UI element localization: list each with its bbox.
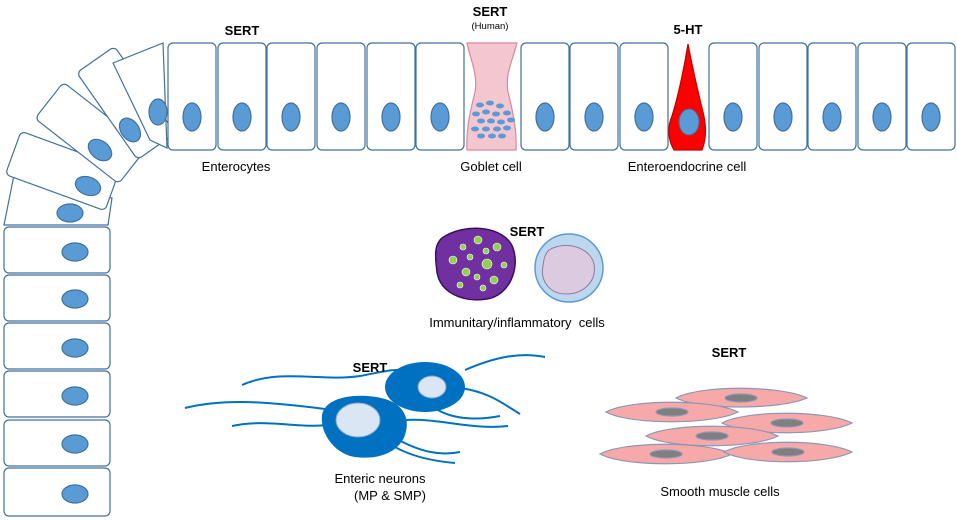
enterocyte — [366, 42, 416, 151]
enteric-neurons-sublabel: (MP & SMP) — [354, 488, 426, 503]
sert-neurons-label: SERT — [353, 360, 388, 375]
smooth-muscle-cell — [598, 443, 734, 465]
sert-enterocytes-label: SERT — [225, 23, 260, 38]
smooth-muscle-cell — [604, 401, 740, 423]
enterocyte — [758, 42, 808, 151]
enterocyte — [619, 42, 669, 151]
serotonin-label: 5-HT — [674, 22, 703, 37]
enterocyte — [569, 42, 619, 151]
sert-goblet-sublabel: (Human) — [472, 21, 509, 32]
crypt-enterocyte — [3, 419, 111, 467]
enteric-neurons — [184, 354, 546, 464]
crypt-enterocyte — [3, 467, 111, 517]
smooth-muscle-label: Smooth muscle cells — [660, 484, 780, 499]
curved-enterocyte — [3, 174, 113, 226]
curved-enterocytes — [3, 42, 174, 226]
enterocyte — [316, 42, 366, 151]
enterocytes-label: Enterocytes — [202, 159, 271, 174]
goblet-cell-label: Goblet cell — [460, 159, 522, 174]
curved-enterocyte — [6, 132, 120, 210]
goblet-granules — [471, 100, 515, 139]
immune-cell-macrophage — [534, 233, 604, 303]
sert-goblet-label: SERT — [473, 4, 508, 19]
enterocyte — [906, 42, 956, 151]
enterocyte — [520, 42, 570, 151]
enterocyte — [217, 42, 267, 151]
goblet-cell — [466, 42, 518, 151]
enterocyte — [857, 42, 907, 151]
sert-smooth-muscle-label: SERT — [712, 345, 747, 360]
enteric-neurons-label: Enteric neurons — [334, 471, 426, 486]
crypt-enterocyte — [3, 322, 111, 370]
curved-enterocyte — [36, 83, 146, 183]
sert-immune-label: SERT — [510, 224, 545, 239]
enterocyte — [415, 42, 465, 151]
crypt-enterocyte — [3, 226, 111, 274]
crypt-enterocyte — [3, 274, 111, 322]
crypt-enterocyte — [3, 370, 111, 418]
curved-enterocyte — [112, 42, 168, 149]
enterocyte — [807, 42, 857, 151]
enteroendocrine-cell-label: Enteroendocrine cell — [628, 159, 747, 174]
smooth-muscle-cell — [674, 387, 809, 408]
enterocyte — [167, 42, 217, 151]
neuron-body-bottom — [321, 395, 407, 458]
enterocyte — [708, 42, 758, 151]
smooth-muscle-cell — [722, 441, 854, 463]
neuron-body-top — [385, 362, 465, 412]
crypt-enterocytes — [3, 226, 111, 517]
immune-cells-label: Immunitary/inflammatory cells — [429, 315, 605, 330]
villus-enterocytes — [167, 42, 956, 151]
smooth-muscle-cells — [598, 387, 854, 465]
immune-cell-granular — [434, 227, 516, 301]
enterocyte — [266, 42, 316, 151]
enteroendocrine-cell — [668, 43, 707, 151]
